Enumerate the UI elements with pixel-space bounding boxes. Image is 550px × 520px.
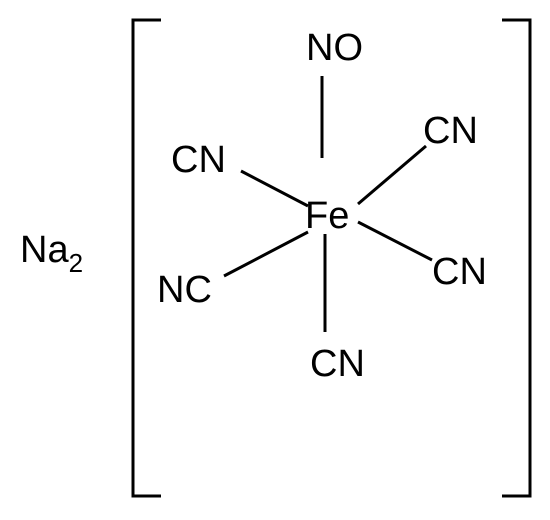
ligand-lower-left: NC (157, 269, 212, 311)
bond-fe-cn-lower-right (357, 220, 433, 262)
bond-fe-nc-lower-left (223, 230, 309, 278)
metal-center: Fe (305, 195, 349, 237)
ligand-upper-right: CN (423, 110, 478, 152)
right-bracket (502, 18, 532, 498)
ligand-upper-left: CN (171, 139, 226, 181)
bond-fe-cn-upper-left (240, 169, 309, 208)
ligand-bottom: CN (310, 343, 365, 385)
counter-ion-symbol: Na (20, 229, 69, 271)
left-bracket (131, 18, 161, 498)
ligand-top: NO (306, 27, 363, 69)
bond-fe-cn-upper-right (357, 144, 427, 206)
ligand-lower-right: CN (432, 251, 487, 293)
counter-ion: Na2 (20, 229, 83, 278)
counter-ion-subscript: 2 (69, 248, 83, 278)
